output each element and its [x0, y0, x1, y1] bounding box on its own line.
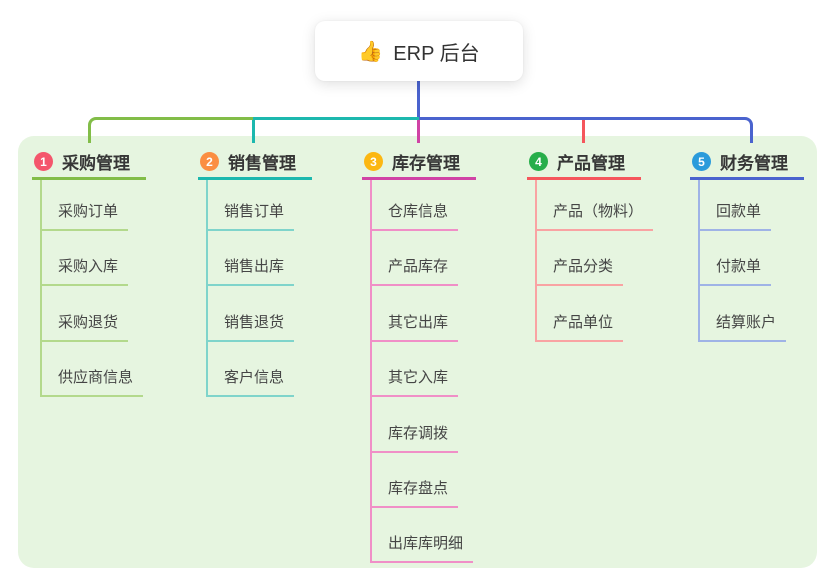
badge-5: 5	[692, 152, 711, 171]
branch-rail	[698, 180, 700, 342]
badge-4: 4	[529, 152, 548, 171]
node-other-outbound[interactable]: 其它出库	[370, 313, 459, 342]
branch-title: 财务管理	[720, 154, 788, 173]
node-stock-count[interactable]: 库存盘点	[370, 479, 459, 508]
connector-corner-finance	[419, 117, 753, 143]
branch-rail	[370, 180, 372, 563]
node-purchase-return[interactable]: 采购退货	[40, 313, 129, 342]
branch-underline	[527, 177, 641, 180]
root-node-erp[interactable]: 👍 ERP 后台	[315, 21, 523, 81]
node-product-stock[interactable]: 产品库存	[370, 257, 459, 286]
branch-underline	[198, 177, 312, 180]
branch-underline	[32, 177, 146, 180]
node-sales-outbound[interactable]: 销售出库	[206, 257, 295, 286]
branch-inventory: 3 库存管理 仓库信息 产品库存 其它出库 其它入库 库存调拨 库存盘点 出库库…	[362, 143, 477, 563]
connector-drop-sales	[252, 120, 255, 143]
connector-root-vertical	[417, 81, 420, 120]
branch-rail	[40, 180, 42, 397]
branch-sales: 2 销售管理 销售订单 销售出库 销售退货 客户信息	[198, 143, 313, 397]
branch-inventory-header[interactable]: 3 库存管理	[362, 143, 477, 174]
branch-title: 采购管理	[62, 154, 130, 173]
connector-drop-inventory	[417, 120, 420, 143]
node-product-material[interactable]: 产品（物料）	[535, 202, 654, 231]
branch-sales-header[interactable]: 2 销售管理	[198, 143, 313, 174]
badge-3: 3	[364, 152, 383, 171]
node-sales-return[interactable]: 销售退货	[206, 313, 295, 342]
branch-title: 销售管理	[228, 154, 296, 173]
branch-rail	[535, 180, 537, 342]
thumbs-up-icon: 👍	[358, 40, 384, 63]
node-other-inbound[interactable]: 其它入库	[370, 368, 459, 397]
branch-rail	[206, 180, 208, 397]
connector-segment-sales	[253, 117, 419, 120]
node-stock-transfer[interactable]: 库存调拨	[370, 424, 459, 453]
node-supplier-info[interactable]: 供应商信息	[40, 368, 144, 397]
connector-corner-purchase	[88, 117, 253, 143]
branch-underline	[362, 177, 476, 180]
node-purchase-order[interactable]: 采购订单	[40, 202, 129, 231]
node-settlement-account[interactable]: 结算账户	[698, 313, 787, 342]
branch-product: 4 产品管理 产品（物料） 产品分类 产品单位	[527, 143, 654, 342]
node-warehouse-info[interactable]: 仓库信息	[370, 202, 459, 231]
node-product-category[interactable]: 产品分类	[535, 257, 624, 286]
branch-finance-header[interactable]: 5 财务管理	[690, 143, 805, 174]
branch-purchase: 1 采购管理 采购订单 采购入库 采购退货 供应商信息	[32, 143, 147, 397]
branch-purchase-header[interactable]: 1 采购管理	[32, 143, 147, 174]
branch-underline	[690, 177, 804, 180]
root-title: ERP 后台	[393, 42, 480, 65]
branch-title: 库存管理	[392, 154, 460, 173]
node-sales-order[interactable]: 销售订单	[206, 202, 295, 231]
branch-title: 产品管理	[557, 154, 625, 173]
node-purchase-inbound[interactable]: 采购入库	[40, 257, 129, 286]
branches-panel	[18, 136, 817, 568]
node-receipt-voucher[interactable]: 回款单	[698, 202, 772, 231]
branch-product-header[interactable]: 4 产品管理	[527, 143, 642, 174]
badge-1: 1	[34, 152, 53, 171]
node-customer-info[interactable]: 客户信息	[206, 368, 295, 397]
branch-finance: 5 财务管理 回款单 付款单 结算账户	[690, 143, 805, 342]
node-payment-voucher[interactable]: 付款单	[698, 257, 772, 286]
badge-2: 2	[200, 152, 219, 171]
node-product-unit[interactable]: 产品单位	[535, 313, 624, 342]
node-outbound-details[interactable]: 出库库明细	[370, 534, 474, 563]
connector-drop-product	[582, 120, 585, 143]
